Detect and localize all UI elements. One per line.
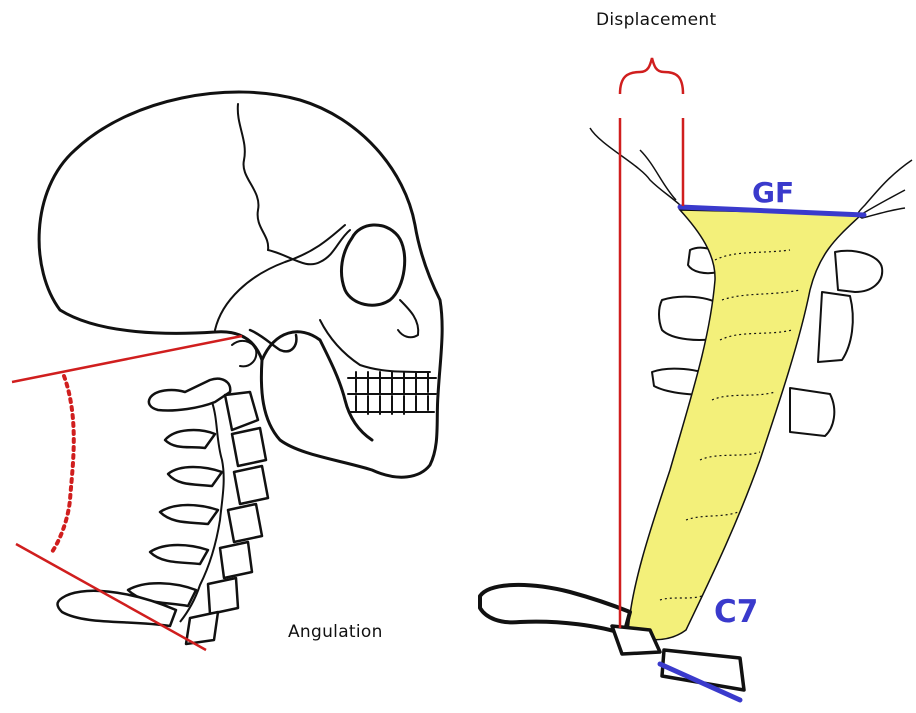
upper-teeth [348,372,436,394]
vertebra-c3 [232,428,266,466]
neck-outline-left [590,128,680,205]
spinous-process-c5 [150,545,208,564]
angulation-arc [52,376,74,552]
spinous-process-c2 [165,430,215,448]
cervical-spine-left [58,379,269,644]
vertebral-body-6 [790,388,834,436]
spinous-process-c4 [160,505,218,524]
gf-label: GF [752,176,794,209]
vertebra-c6 [220,542,252,578]
nasal-opening [398,300,418,337]
vertebra-c2 [225,392,258,430]
t1-spinous-process [480,585,630,634]
c7-label: C7 [714,594,758,630]
maxilla [320,320,430,372]
spinous-process-c3 [168,467,222,486]
angulation-label: Angulation [288,622,383,642]
ear-canal [232,341,256,366]
displacement-label: Displacement [596,10,716,30]
vertebral-body-2 [835,251,882,292]
neck-outline-right [858,160,912,218]
temporal-line [215,225,345,330]
lower-teeth [350,396,434,414]
displacement-brace [620,58,683,94]
vertebra-c4 [234,466,268,504]
vertebra-t1 [186,612,218,644]
vertebra-c5 [228,504,262,542]
vertebral-body-4 [818,292,853,362]
zygomatic-line [268,230,350,264]
atlas-vertebra [149,379,230,411]
vertebra-c7 [208,578,238,614]
coronal-suture [238,104,268,250]
orbit [341,225,404,305]
angulation-upper-line [12,336,242,382]
